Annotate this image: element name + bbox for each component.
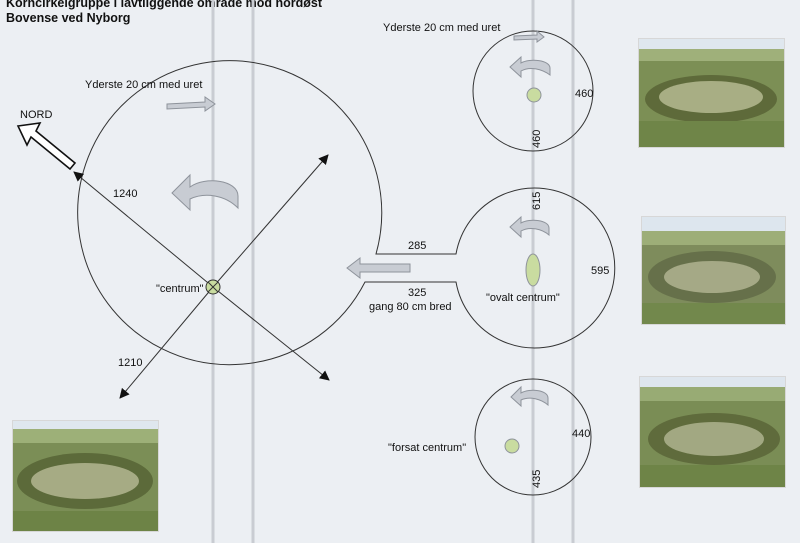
top-rotation-label: Yderste 20 cm med uret: [383, 22, 500, 34]
bottom-dim-right: 440: [572, 428, 590, 440]
diameter-label-1240: 1240: [113, 188, 137, 200]
diameter-line-1240: [73, 171, 214, 288]
top-dim-vertical: 460: [531, 130, 543, 148]
diagram-subtitle: Bovense ved Nyborg: [6, 11, 131, 25]
bottom-dim-vertical: 435: [531, 470, 543, 488]
field-photo: [12, 420, 159, 532]
north-arrow-icon: [16, 122, 77, 171]
oval-center-label: "ovalt centrum": [486, 292, 560, 304]
bottom-small-circle: [474, 378, 592, 496]
top-dim-right: 460: [575, 88, 593, 100]
path-width-label: gang 80 cm bred: [369, 301, 452, 313]
field-photo: [641, 216, 786, 325]
offset-center-label: "forsat centrum": [388, 442, 466, 454]
diameter-line-1210: [212, 154, 329, 288]
field-photo: [638, 38, 785, 148]
middle-dim-right: 595: [591, 265, 609, 277]
field-photo: [639, 376, 786, 488]
main-circle-outline: [77, 60, 616, 366]
counterclockwise-arrow-icon: [510, 385, 549, 408]
diameter-label-1210: 1210: [118, 357, 142, 369]
offset-center-dot: [504, 438, 520, 454]
diagram-title: Korncirkelgruppe i lavtliggende område m…: [6, 0, 323, 10]
oval-center: [525, 253, 541, 287]
top-center-dot: [526, 87, 542, 103]
clockwise-arrow-icon: [513, 29, 545, 43]
path-top-label: 285: [408, 240, 426, 252]
counterclockwise-arrow-icon: [509, 215, 550, 239]
top-small-circle: [472, 30, 594, 152]
north-label: NORD: [20, 109, 52, 121]
middle-dim-vertical: 615: [531, 192, 543, 210]
center-marker: [205, 279, 221, 295]
center-label: "centrum": [156, 283, 204, 295]
clockwise-arrow-icon: [166, 96, 216, 112]
diameter-line-1210: [119, 286, 214, 399]
diameter-line-1240: [212, 286, 330, 381]
main-rotation-label: Yderste 20 cm med uret: [85, 79, 202, 91]
counterclockwise-arrow-icon: [171, 173, 239, 212]
path-direction-arrow-icon: [346, 256, 411, 280]
counterclockwise-arrow-icon: [509, 55, 551, 79]
header: Korncirkelgruppe i lavtliggende område m…: [6, 0, 322, 26]
path-bottom-label: 325: [408, 287, 426, 299]
